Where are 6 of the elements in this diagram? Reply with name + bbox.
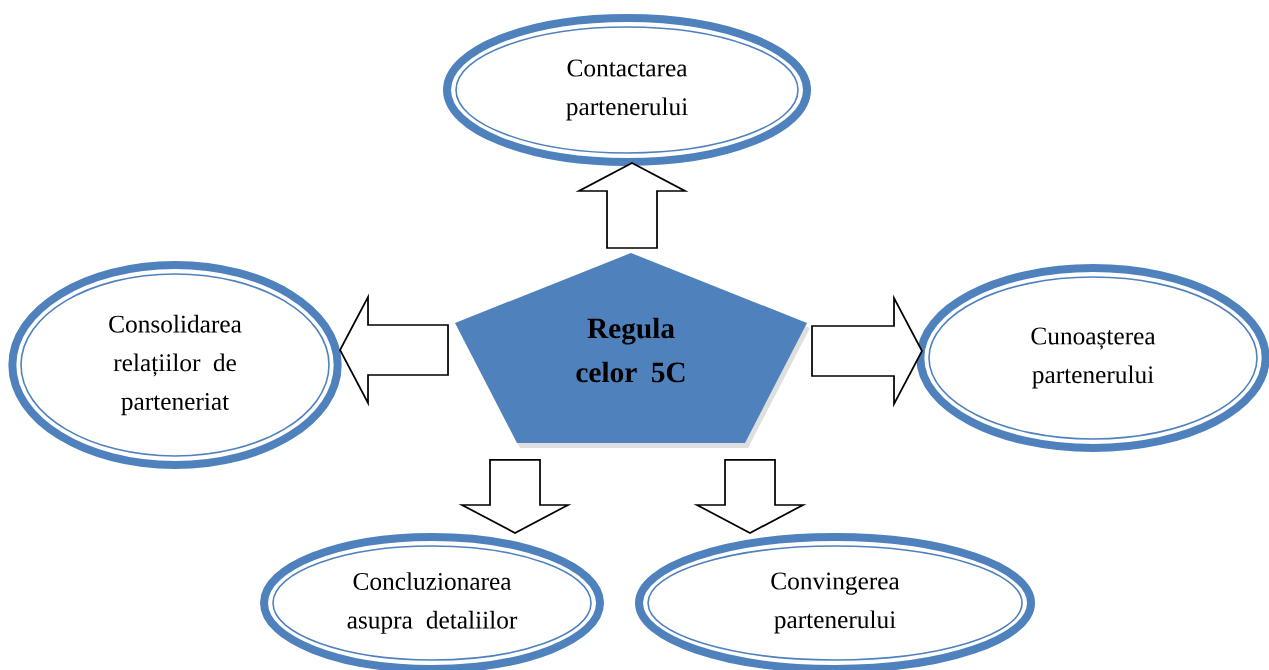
block-arrow (811, 294, 923, 408)
block-arrow (693, 459, 807, 534)
block-arrow (458, 459, 572, 534)
block-arrow (575, 162, 689, 249)
pentagon: Regula celor 5C (455, 253, 810, 448)
block-arrow (339, 293, 449, 407)
